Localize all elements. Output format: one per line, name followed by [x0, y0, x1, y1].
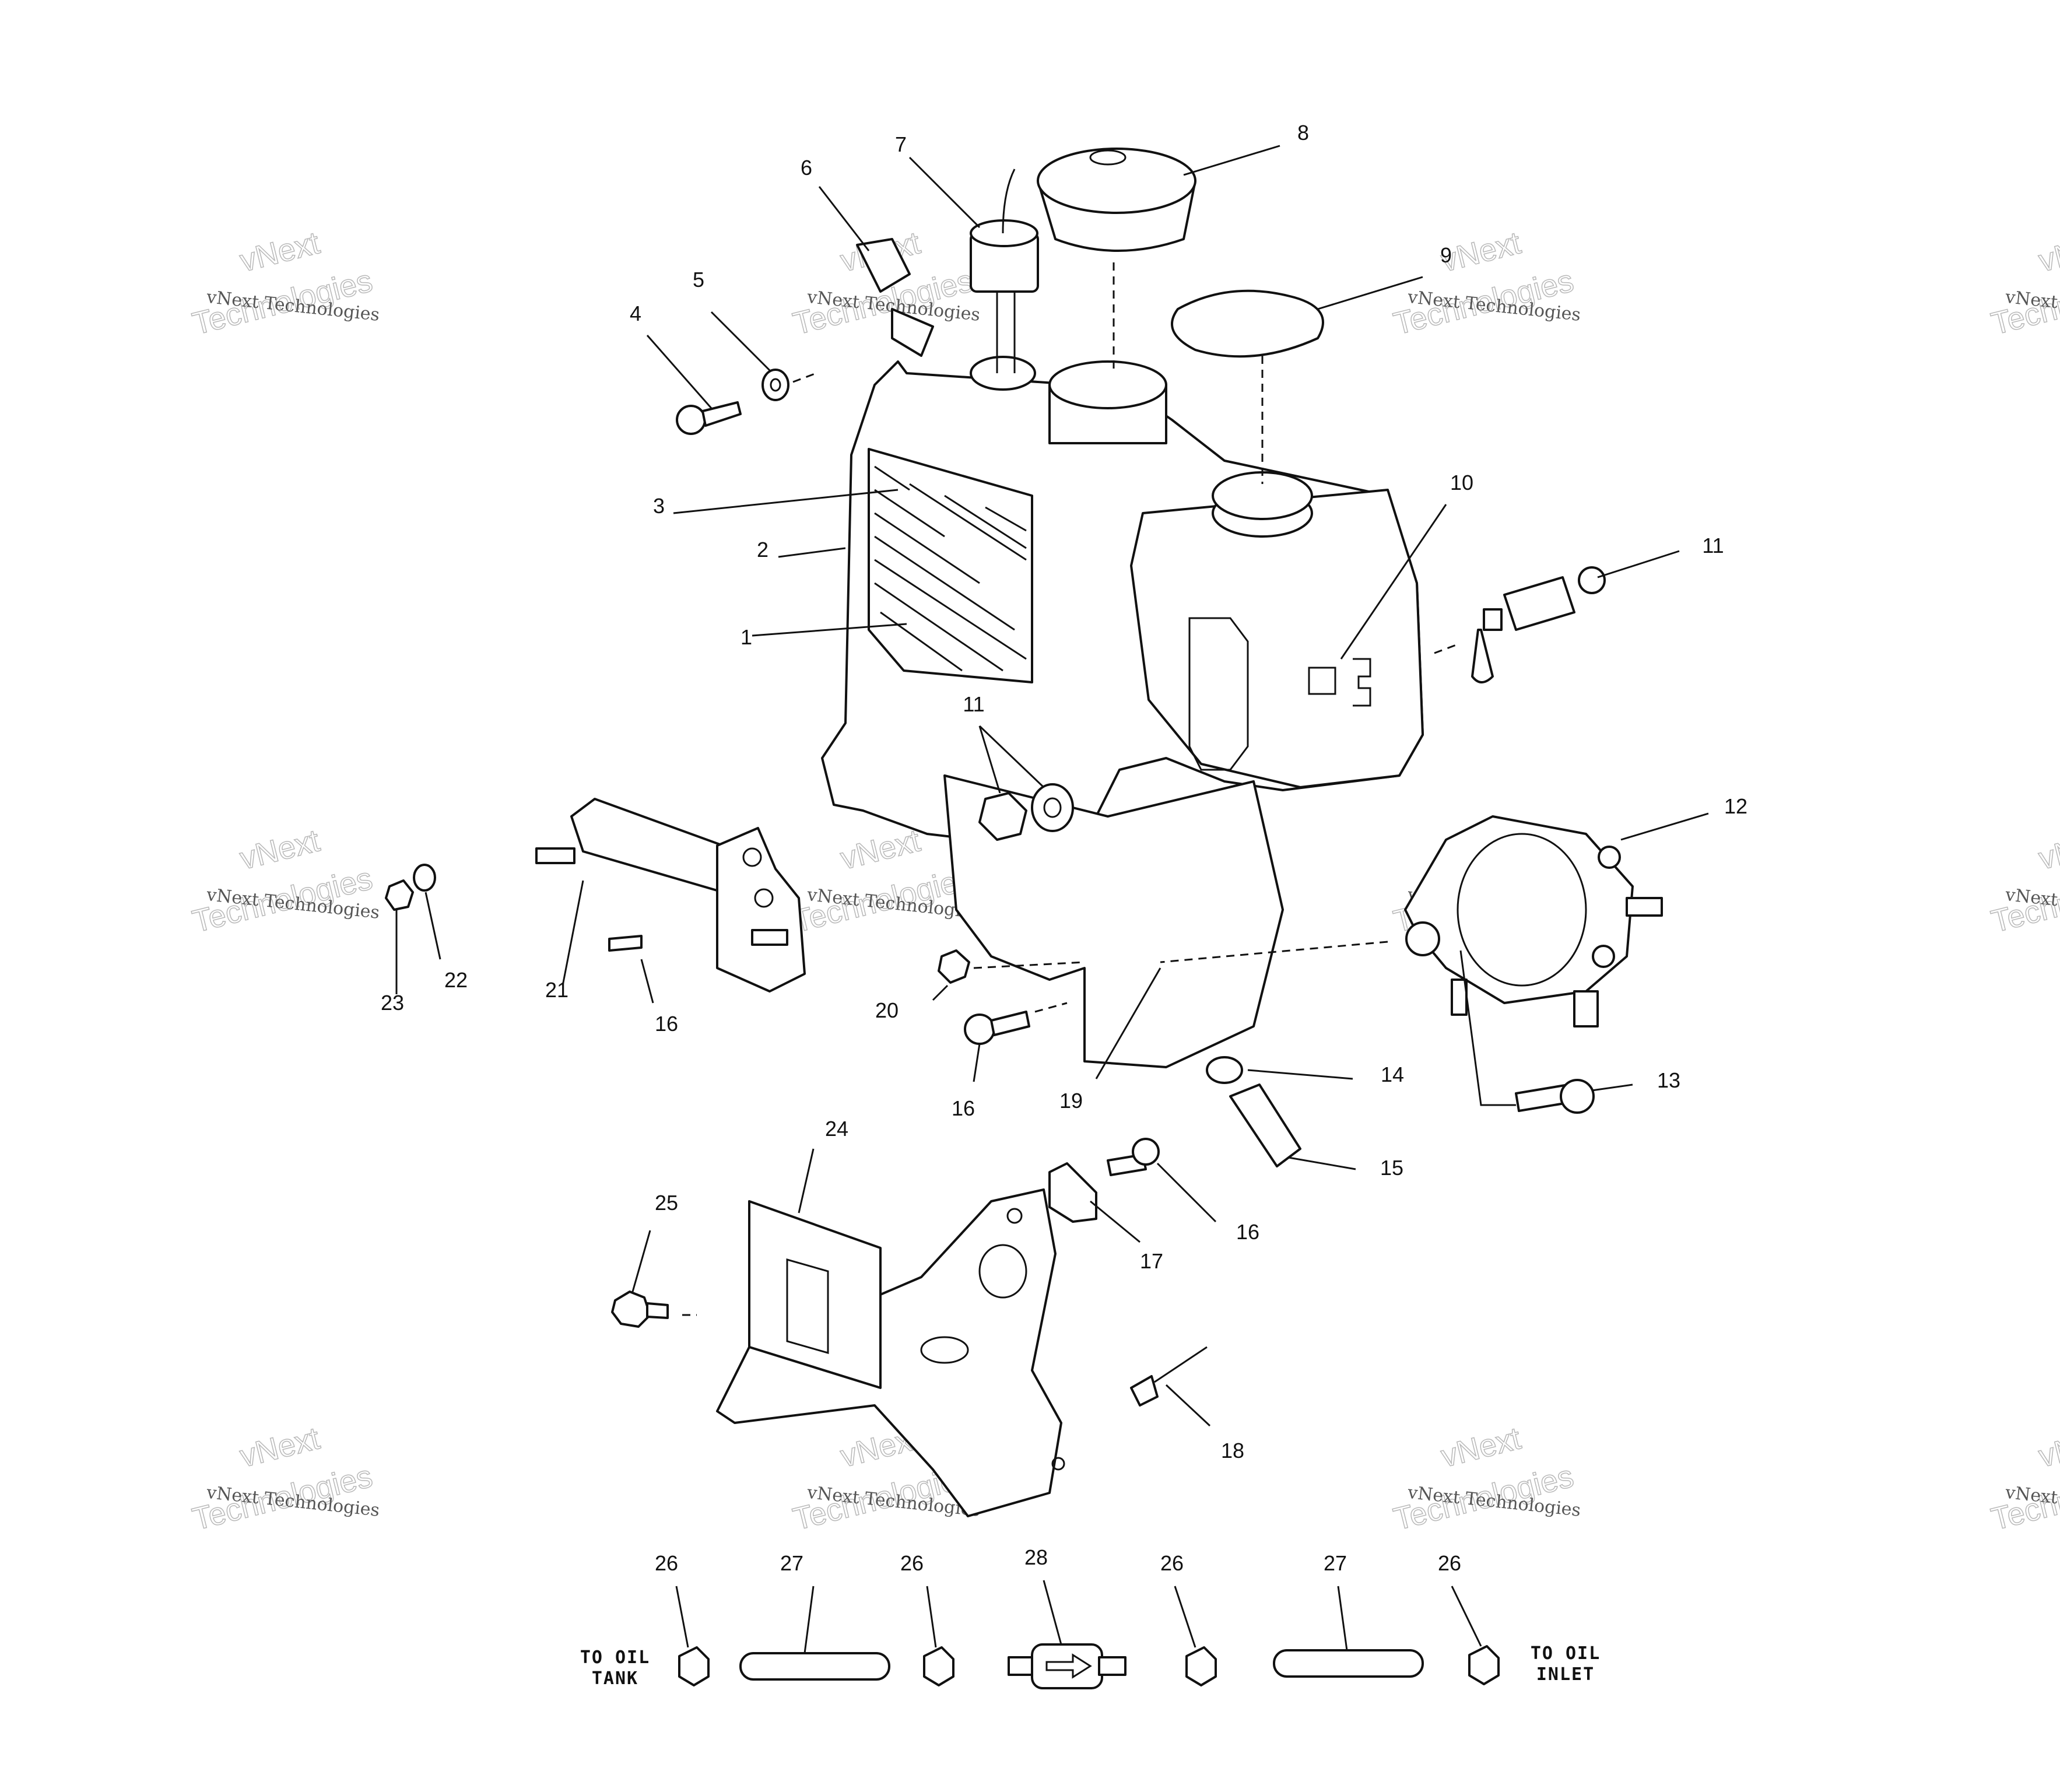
- hose-27b: [1273, 1649, 1424, 1678]
- shutoff-valve: [1434, 566, 1606, 683]
- rivet-18: [1130, 1375, 1159, 1407]
- level-sensor: [970, 169, 1039, 373]
- callout-23: 23: [381, 991, 404, 1015]
- callout-3: 3: [653, 494, 665, 518]
- cap-gasket: [1171, 289, 1324, 484]
- washer-5: [761, 369, 817, 401]
- callout-9: 9: [1440, 243, 1452, 267]
- callout-26: 26: [1438, 1551, 1461, 1575]
- callout-17: 17: [1140, 1249, 1163, 1273]
- callout-14: 14: [1381, 1062, 1404, 1086]
- clip-17: [1048, 1162, 1097, 1223]
- screw-13: [1459, 950, 1595, 1114]
- fitting-15: [1229, 1083, 1301, 1167]
- callout-25: 25: [655, 1191, 678, 1215]
- callout-27: 27: [780, 1551, 803, 1575]
- tank-clip: [856, 238, 911, 293]
- bracket-24: [716, 1188, 1065, 1517]
- callout-22: 22: [444, 968, 468, 992]
- grommet-14: [1206, 1056, 1243, 1084]
- nut-20: [938, 949, 970, 984]
- callout-16: 16: [1236, 1220, 1259, 1244]
- clamp-26b: [923, 1646, 954, 1686]
- caption-to-oil-inlet-line1: TO OIL: [1531, 1643, 1601, 1664]
- watermark-vnext-4: vNext: [837, 823, 924, 876]
- callout-26: 26: [1160, 1551, 1184, 1575]
- watermark-vnext-10: vNext: [2036, 823, 2060, 876]
- nut-11: [978, 783, 1074, 841]
- callout-24: 24: [825, 1117, 848, 1141]
- callout-28: 28: [1024, 1545, 1048, 1569]
- clamp-26c: [1185, 1646, 1217, 1686]
- callout-16: 16: [952, 1096, 975, 1120]
- oil-tank: [821, 356, 1424, 1068]
- watermark-vnext-3: vNext: [237, 823, 323, 876]
- callout-16: 16: [655, 1012, 678, 1036]
- callout-26: 26: [900, 1551, 924, 1575]
- caption-to-oil-inlet-line2: INLET: [1536, 1664, 1595, 1685]
- callout-5: 5: [693, 268, 704, 292]
- caption-to-oil-tank-line1: TO OIL: [580, 1647, 650, 1668]
- callout-7: 7: [895, 132, 907, 156]
- filler-cap: [1037, 148, 1196, 373]
- nut-23: [385, 879, 414, 911]
- clamp-26a: [678, 1646, 710, 1686]
- clamp-26d: [1468, 1645, 1500, 1685]
- callout-11: 11: [1702, 534, 1724, 557]
- bolt-16b: [964, 1002, 1068, 1045]
- callout-4: 4: [630, 301, 641, 325]
- leader-lines: [395, 145, 1709, 1654]
- callout-19: 19: [1059, 1089, 1083, 1113]
- callout-1: 1: [741, 625, 752, 649]
- callout-12: 12: [1724, 794, 1747, 818]
- watermark-vnext-11: vNext: [2036, 1421, 2060, 1474]
- bolt-25: [611, 1290, 697, 1328]
- fuel-line-assembly: [678, 1643, 1500, 1689]
- callout-6: 6: [801, 156, 812, 180]
- watermark-vnext-6: vNext: [237, 1421, 323, 1474]
- washer-22: [413, 864, 436, 892]
- callout-10: 10: [1450, 471, 1473, 495]
- watermark-vnext-0: vNext: [237, 225, 323, 279]
- callout-21: 21: [545, 978, 568, 1002]
- screw-4: [676, 401, 742, 435]
- callout-2: 2: [757, 538, 768, 562]
- callout-20: 20: [875, 998, 899, 1022]
- callout-15: 15: [1380, 1156, 1403, 1180]
- inline-filter-28: [1008, 1643, 1126, 1689]
- callout-26: 26: [655, 1551, 678, 1575]
- bolt-16a: [608, 935, 643, 952]
- caption-to-oil-tank-line2: TANK: [592, 1668, 638, 1689]
- callout-18: 18: [1221, 1439, 1244, 1463]
- callout-11: 11: [963, 692, 984, 716]
- hose-27a: [739, 1652, 890, 1681]
- bracket-21: [535, 798, 806, 993]
- watermark-vnext-9: vNext: [2036, 225, 2060, 279]
- callout-13: 13: [1657, 1068, 1680, 1092]
- tank-tab: [891, 308, 934, 357]
- callout-27: 27: [1324, 1551, 1347, 1575]
- callout-8: 8: [1297, 121, 1309, 145]
- watermark-vnext-8: vNext: [1438, 1421, 1524, 1474]
- bolt-16c: [1107, 1138, 1160, 1176]
